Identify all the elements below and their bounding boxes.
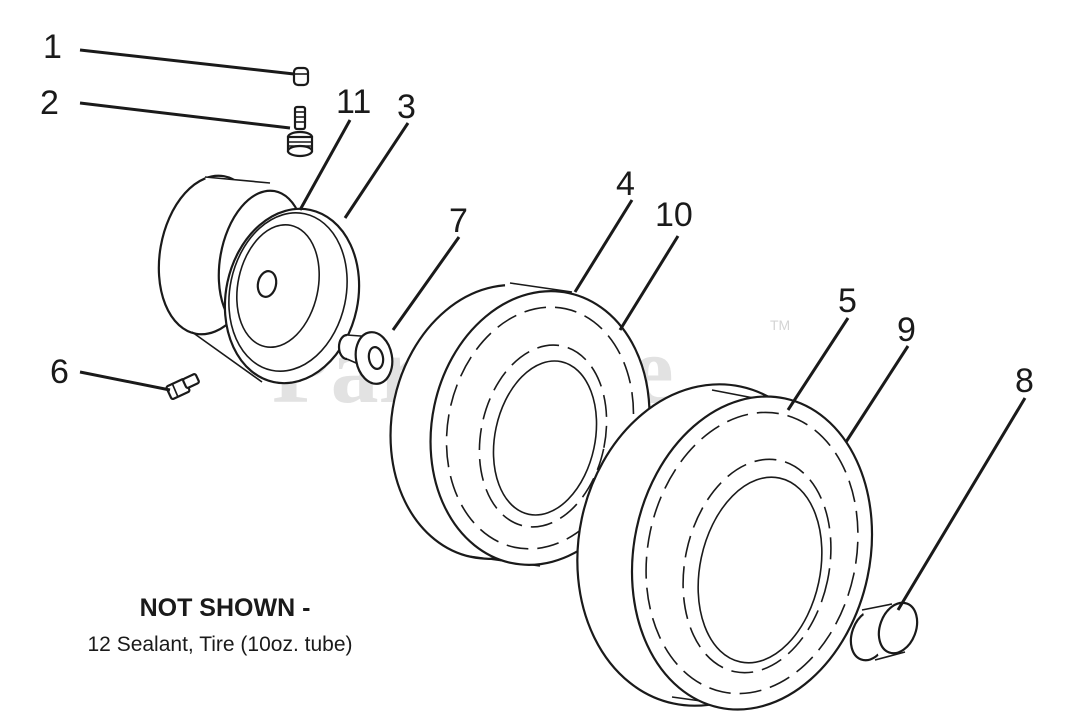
part-valve-stem[interactable] [286,105,314,158]
callout-10[interactable]: 10 [655,196,693,234]
callout-6[interactable]: 6 [50,353,69,391]
callout-4[interactable]: 4 [616,165,635,203]
callout-2[interactable]: 2 [40,84,59,122]
callout-11[interactable]: 11 [336,83,371,121]
callout-8[interactable]: 8 [1015,362,1034,400]
not-shown-title: NOT SHOWN - [139,594,311,622]
callout-5[interactable]: 5 [838,282,857,320]
leader-lines [79,48,1027,611]
part-rear-tire[interactable] [548,360,900,723]
callout-3[interactable]: 3 [397,88,416,126]
part-hub-cap[interactable] [844,597,924,665]
callout-9[interactable]: 9 [897,311,916,349]
part-grease-fitting[interactable] [165,373,200,401]
watermark-trademark: TM [770,317,790,333]
callout-7[interactable]: 7 [449,202,468,240]
callout-1[interactable]: 1 [43,28,62,66]
part-rim[interactable] [147,168,375,396]
part-valve-cap[interactable] [292,66,310,87]
not-shown-note: 12 Sealant, Tire (10oz. tube) [87,633,353,656]
part-bushing[interactable] [337,329,396,386]
